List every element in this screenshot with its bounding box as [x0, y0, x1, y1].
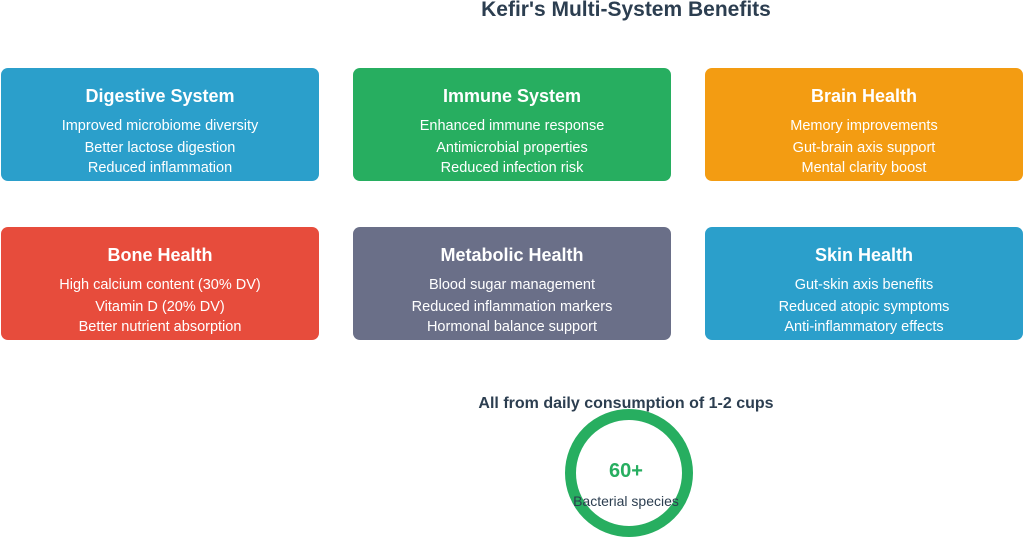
card-benefit: Gut-brain axis support	[792, 140, 936, 156]
card-brain-health: Brain Health Memory improvements Gut-bra…	[705, 68, 1023, 181]
card-benefit: Mental clarity boost	[801, 160, 927, 176]
card-title: Bone Health	[107, 245, 213, 265]
card-benefit: Enhanced immune response	[419, 118, 605, 134]
card-benefit: Reduced atopic symptoms	[778, 299, 950, 315]
diagram-title: Kefir's Multi-System Benefits	[481, 0, 771, 21]
card-benefit: Better nutrient absorption	[78, 319, 242, 335]
card-benefit: Better lactose digestion	[84, 140, 236, 156]
card-benefit: Hormonal balance support	[426, 319, 598, 335]
card-benefit: Vitamin D (20% DV)	[95, 299, 225, 315]
card-benefit: Reduced inflammation	[87, 160, 233, 176]
card-benefit: Anti-inflammatory effects	[784, 319, 944, 335]
card-title: Brain Health	[810, 86, 918, 106]
stat-label: Bacterial species	[573, 493, 679, 509]
card-metabolic-health: Metabolic Health Blood sugar management …	[353, 227, 671, 340]
card-benefit: Reduced inflammation markers	[411, 299, 613, 315]
card-title: Digestive System	[85, 86, 235, 106]
card-title: Immune System	[442, 86, 582, 106]
card-benefit: Improved microbiome diversity	[61, 118, 259, 134]
card-benefit: Reduced infection risk	[440, 160, 584, 176]
card-benefit: Gut-skin axis benefits	[794, 277, 934, 293]
footer-note: All from daily consumption of 1-2 cups	[478, 395, 774, 412]
card-benefit: Memory improvements	[790, 118, 938, 134]
card-digestive-system: Digestive System Improved microbiome div…	[1, 68, 319, 181]
card-benefit: Blood sugar management	[428, 277, 596, 293]
stat-value: 60+	[609, 460, 643, 482]
card-title: Metabolic Health	[440, 245, 584, 265]
card-title: Skin Health	[814, 245, 914, 265]
card-bone-health: Bone Health High calcium content (30% DV…	[1, 227, 319, 340]
card-skin-health: Skin Health Gut-skin axis benefits Reduc…	[705, 227, 1023, 340]
card-benefit: High calcium content (30% DV)	[59, 277, 261, 293]
card-benefit: Antimicrobial properties	[436, 140, 588, 156]
card-immune-system: Immune System Enhanced immune response A…	[353, 68, 671, 181]
